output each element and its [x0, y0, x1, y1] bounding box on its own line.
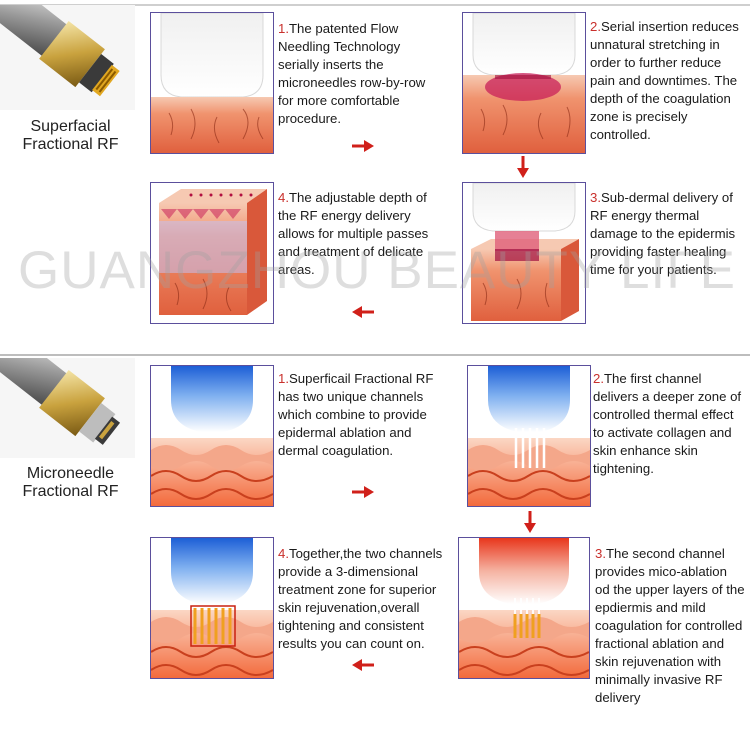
- step-1-illustration: [150, 12, 274, 154]
- step-2-number: 2.: [590, 19, 601, 34]
- section-2-label: Microneedle Fractional RF: [8, 465, 133, 501]
- step-1-number: 1.: [278, 371, 289, 386]
- step-1-description: The patented Flow Needling Technology se…: [278, 21, 426, 126]
- step-3-text: 3.Sub-dermal delivery of RF energy therm…: [590, 189, 745, 279]
- step-1-illustration: [150, 365, 274, 507]
- left-arrow-icon: [352, 659, 374, 671]
- down-arrow-icon: [524, 511, 536, 533]
- step-4-description: The adjustable depth of the RF energy de…: [278, 190, 429, 277]
- step-3-description: Sub-dermal delivery of RF energy thermal…: [590, 190, 736, 277]
- step-4-number: 4.: [278, 546, 289, 561]
- step-2-text: 2.The first channel delivers a deeper zo…: [593, 370, 745, 478]
- step-2-text: 2.Serial insertion reduces unnatural str…: [590, 18, 740, 144]
- step-3-illustration: [462, 182, 586, 324]
- section-1-label-line2: Fractional RF: [22, 136, 119, 153]
- step-3-text: 3.The second channel provides mico-ablat…: [595, 545, 745, 707]
- section-superficial-fractional-rf: Superfacial Fractional RF 1.The patented…: [0, 0, 750, 355]
- microneedle-handpiece-image: [0, 358, 135, 458]
- step-4-illustration: [150, 182, 274, 324]
- section-1-label-line1: Superfacial: [30, 118, 111, 135]
- step-4-text: 4.Together,the two channels provide a 3-…: [278, 545, 463, 653]
- step-2-illustration: [467, 365, 591, 507]
- step-1-text: 1.Superficail Fractional RF has two uniq…: [278, 370, 448, 460]
- step-1-description: Superficail Fractional RF has two unique…: [278, 371, 434, 458]
- right-arrow-icon: [352, 140, 374, 152]
- section-2-label-line2: Fractional RF: [22, 483, 119, 500]
- step-1-text: 1.The patented Flow Needling Technology …: [278, 20, 428, 128]
- down-arrow-icon: [517, 156, 529, 178]
- step-1-number: 1.: [278, 21, 289, 36]
- left-arrow-icon: [352, 306, 374, 318]
- step-2-number: 2.: [593, 371, 604, 386]
- step-4-text: 4.The adjustable depth of the RF energy …: [278, 189, 438, 279]
- step-3-illustration: [458, 537, 590, 679]
- step-4-description: Together,the two channels provide a 3-di…: [278, 546, 443, 651]
- step-3-number: 3.: [590, 190, 601, 205]
- section-divider: [0, 354, 750, 356]
- step-4-number: 4.: [278, 190, 289, 205]
- section-microneedle-fractional-rf: Microneedle Fractional RF 1.Superficail …: [0, 355, 750, 733]
- step-2-description: Serial insertion reduces unnatural stret…: [590, 19, 739, 142]
- step-4-illustration: [150, 537, 274, 679]
- step-3-number: 3.: [595, 546, 606, 561]
- section-1-label: Superfacial Fractional RF: [8, 118, 133, 154]
- step-3-description: The second channel provides mico-ablatio…: [595, 546, 745, 705]
- top-divider: [0, 4, 750, 6]
- right-arrow-icon: [352, 486, 374, 498]
- superficial-handpiece-image: [0, 5, 135, 110]
- step-2-illustration: [462, 12, 586, 154]
- section-2-label-line1: Microneedle: [26, 465, 115, 482]
- step-2-description: The first channel delivers a deeper zone…: [593, 371, 742, 476]
